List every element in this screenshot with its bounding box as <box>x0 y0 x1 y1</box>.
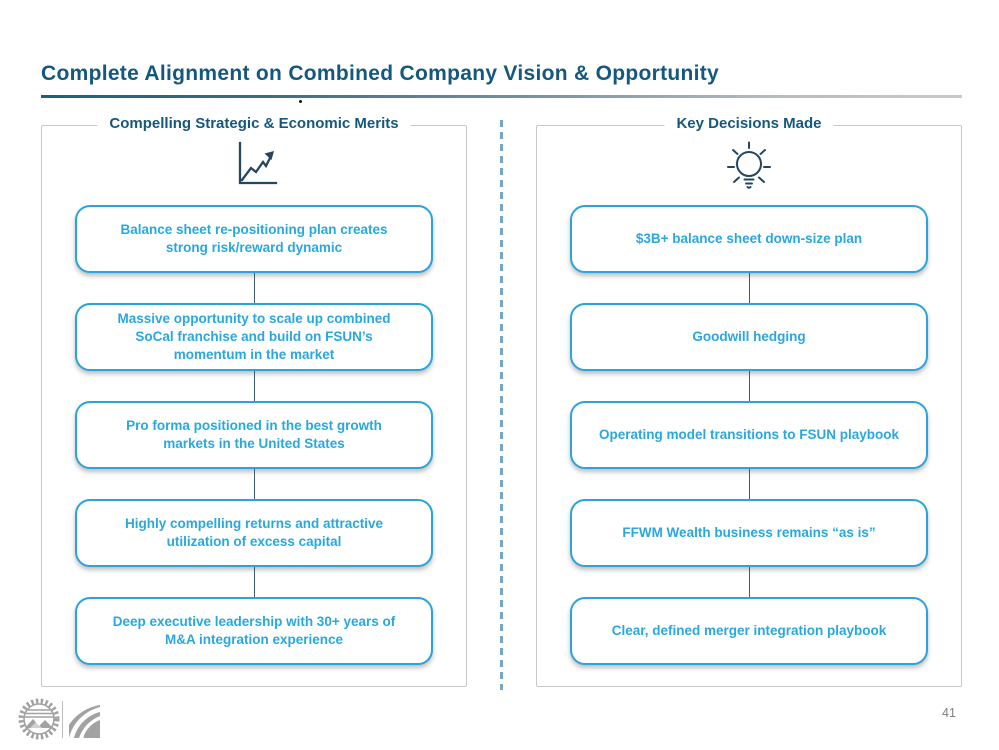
flow-box: Goodwill hedging <box>570 303 928 371</box>
flow-box: Balance sheet re-positioning plan create… <box>75 205 433 273</box>
panel-key-decisions: Key Decisions Made $3B+ balance sheet do… <box>536 115 962 687</box>
ffwm-swoosh-logo <box>68 702 102 738</box>
left-box-stack: Balance sheet re-positioning plan create… <box>75 205 433 665</box>
connector-line <box>570 567 928 597</box>
line-chart-icon <box>230 140 278 188</box>
panel-strategic-merits: Compelling Strategic & Economic Merits B… <box>41 115 467 687</box>
flow-box: Pro forma positioned in the best growth … <box>75 401 433 469</box>
flow-box: Deep executive leadership with 30+ years… <box>75 597 433 665</box>
connector-line <box>75 371 433 401</box>
flow-box: Clear, defined merger integration playbo… <box>570 597 928 665</box>
flow-box: Operating model transitions to FSUN play… <box>570 401 928 469</box>
flow-box: Highly compelling returns and attractive… <box>75 499 433 567</box>
connector-line <box>75 567 433 597</box>
right-box-stack: $3B+ balance sheet down-size plan Goodwi… <box>570 205 928 665</box>
connector-line <box>570 469 928 499</box>
flow-box: Massive opportunity to scale up combined… <box>75 303 433 371</box>
flow-box: FFWM Wealth business remains “as is” <box>570 499 928 567</box>
connector-line <box>75 469 433 499</box>
logo-separator <box>62 701 63 738</box>
page-title: Complete Alignment on Combined Company V… <box>41 62 720 85</box>
title-underline <box>41 95 962 98</box>
dashed-divider <box>500 120 503 690</box>
connector-line <box>570 273 928 303</box>
panel-header-strategic-merits: Compelling Strategic & Economic Merits <box>97 115 411 132</box>
connector-line <box>570 371 928 401</box>
sun-mountain-seal-logo <box>16 696 62 742</box>
lightbulb-icon <box>723 140 775 194</box>
page-number: 41 <box>942 706 956 720</box>
connector-line <box>75 273 433 303</box>
panel-header-key-decisions: Key Decisions Made <box>664 115 834 132</box>
title-period-dot <box>299 100 302 103</box>
flow-box: $3B+ balance sheet down-size plan <box>570 205 928 273</box>
